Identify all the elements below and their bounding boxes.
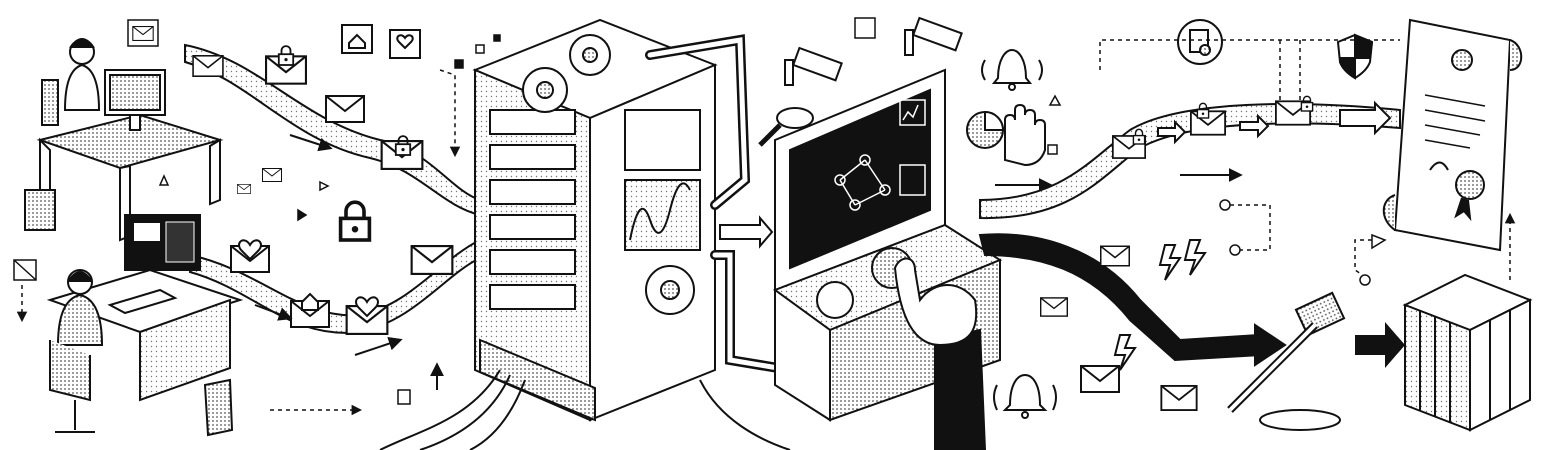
broken-stream	[978, 233, 1287, 367]
hand-stop-icon	[1004, 103, 1046, 167]
outline-arrows	[719, 100, 1392, 249]
security-camera-icon	[784, 16, 963, 86]
padlock-icon	[338, 200, 372, 242]
gear-icon	[522, 34, 695, 315]
person-at-desk-top	[24, 38, 224, 242]
magnifier-icon	[758, 107, 814, 147]
pie-chart-icon	[966, 110, 1005, 149]
jail-cage	[1402, 273, 1533, 432]
network-graph-screen	[834, 99, 926, 211]
cables	[379, 369, 791, 450]
arrow-icon	[1355, 322, 1405, 368]
shield-icon	[1336, 33, 1374, 80]
lightning-icon	[1113, 239, 1207, 371]
arrow-icon	[254, 134, 1243, 390]
server-tower	[472, 18, 718, 422]
certificate-badge-icon	[1177, 19, 1223, 65]
signed-document-scroll	[1382, 18, 1523, 252]
pressing-hand	[893, 257, 987, 450]
nodes	[1219, 199, 1387, 286]
decorative-marks	[13, 17, 1062, 405]
control-panel	[772, 68, 1003, 422]
heart-icon	[230, 29, 421, 335]
house-icon	[290, 24, 373, 328]
gavel-icon	[1227, 291, 1346, 431]
person-at-desk-bottom	[46, 214, 244, 437]
dashed-connectors	[16, 39, 1516, 416]
bell-icon	[981, 48, 1057, 419]
server-rack-slots	[489, 109, 576, 310]
